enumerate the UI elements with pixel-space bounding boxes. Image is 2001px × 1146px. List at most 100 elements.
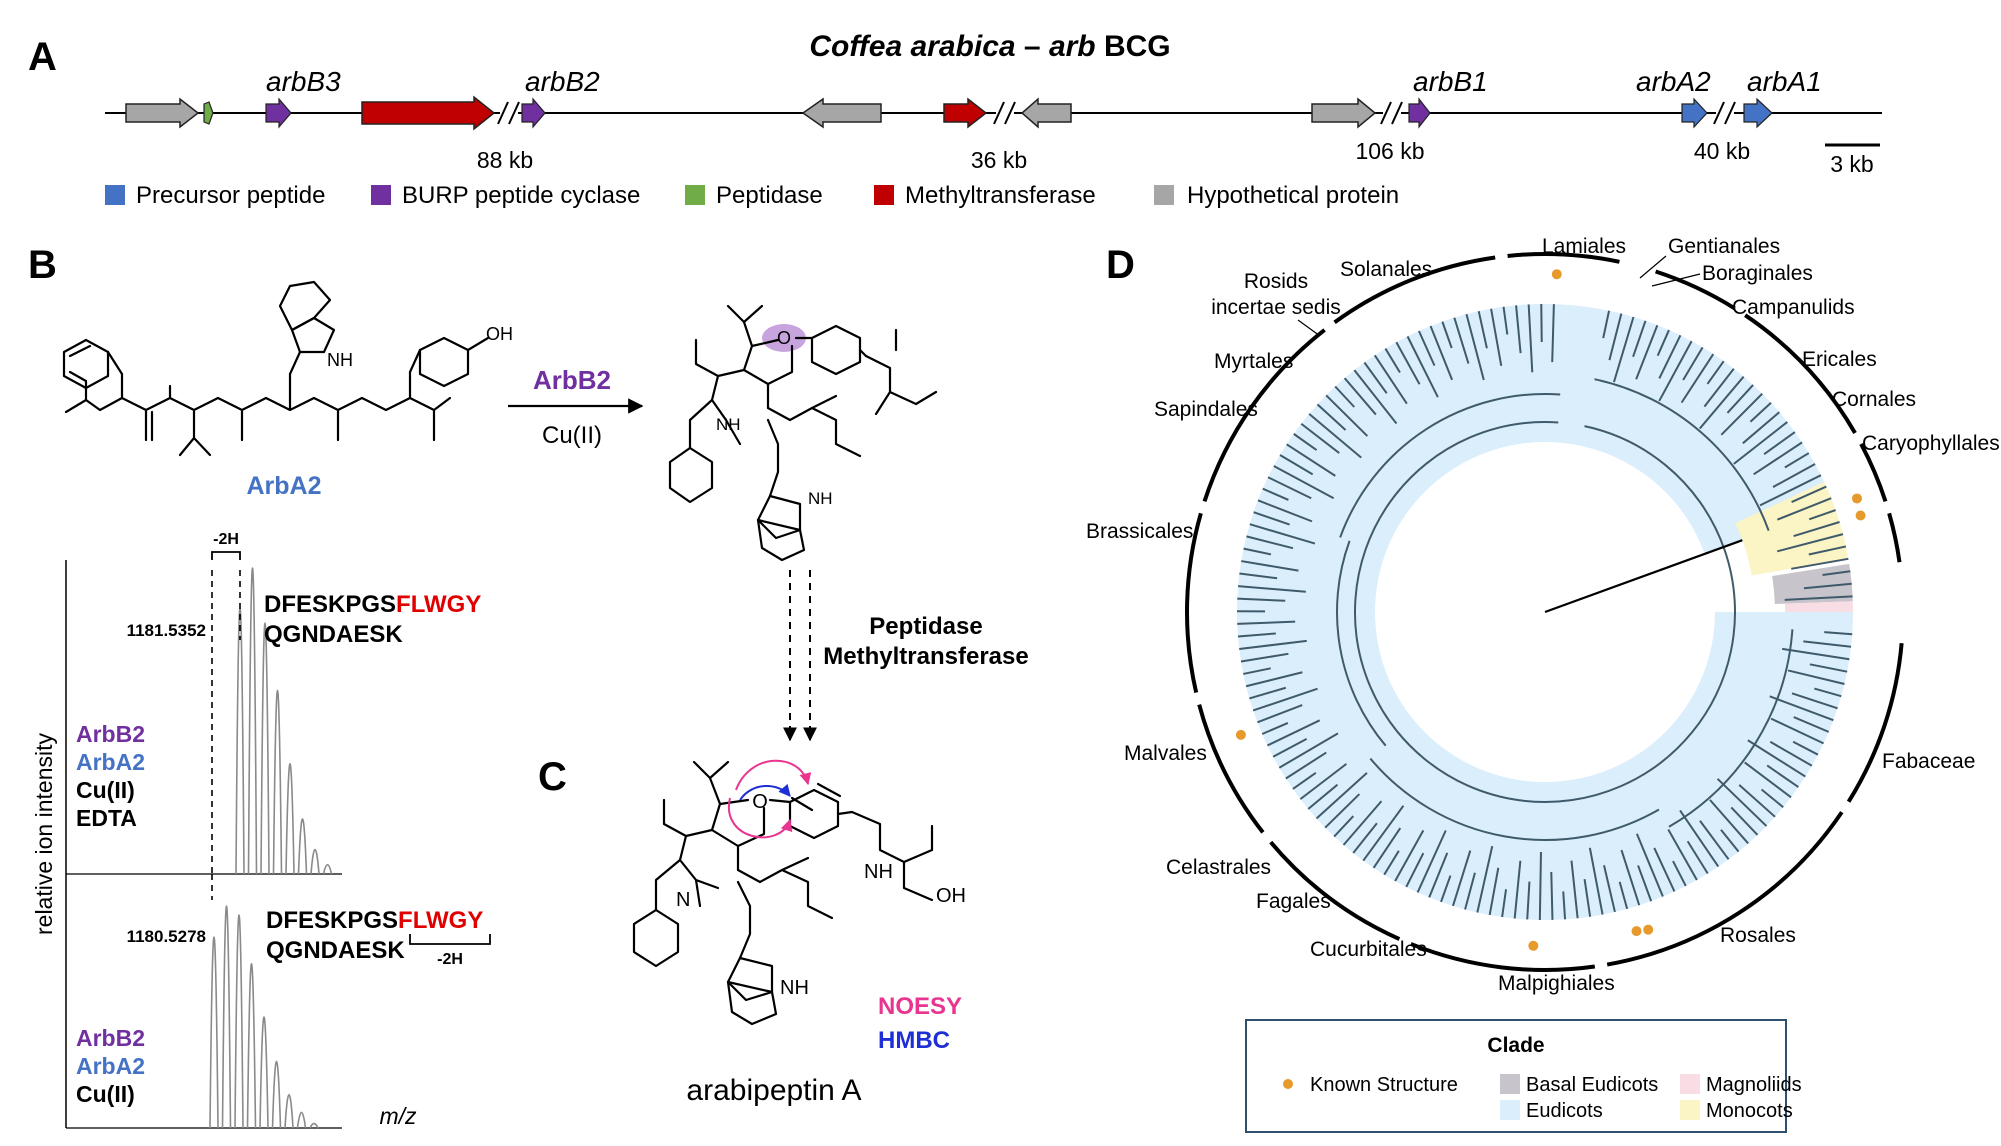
legend-precursor: Precursor peptide (136, 182, 325, 209)
leaf-branch (1822, 570, 1851, 576)
arabipeptin-structure (632, 759, 934, 1026)
order-cucurbitales: Cucurbitales (1310, 938, 1427, 961)
leaf-branch (1824, 631, 1853, 636)
top-sequence-line2: QGNDAESK (264, 621, 403, 648)
leaf-branch (1686, 840, 1709, 875)
clade-arc-2 (1859, 442, 1888, 502)
leaf-branch (1787, 669, 1845, 685)
leaf-branch (1782, 647, 1850, 661)
top-sequence-line1: DFESKPGSFLWGY (264, 591, 481, 618)
leaf-branch (1477, 311, 1488, 349)
order-fabaceae: Fabaceae (1882, 750, 1975, 773)
leaf-branch (1526, 881, 1531, 920)
leaf-branch (1333, 815, 1355, 838)
leaf-branch (1239, 572, 1278, 580)
leaf-branch (1602, 310, 1611, 339)
leaf-branch (1763, 431, 1796, 456)
eudicots-swatch (1500, 1100, 1520, 1120)
leaf-branch (1803, 640, 1852, 648)
order-myrtales: Myrtales (1214, 350, 1293, 373)
order-caryophyllales: Caryophyllales (1862, 432, 2000, 455)
leaf-branch (1792, 740, 1819, 756)
clade-arc-3 (1887, 512, 1902, 563)
leaf-branch (1237, 632, 1276, 638)
leaf-branch (1299, 763, 1348, 800)
leaf-branch (1237, 597, 1286, 602)
leaf-branch (1637, 865, 1653, 902)
noesy-arrow (735, 759, 812, 791)
bottom-sequence-line2: QGNDAESK (266, 937, 405, 964)
bottom-peak-6 (284, 1093, 294, 1129)
methyltransferase-gene-1 (361, 95, 496, 131)
top-peak-1 (247, 567, 258, 875)
leaf-branch (1706, 360, 1725, 385)
hmbc-arrow (739, 783, 791, 801)
break-mark-36kb (993, 101, 1016, 125)
panel-d-label: D (1106, 243, 1135, 287)
leaf-branch (1742, 411, 1781, 445)
leaf-branch (1527, 304, 1534, 373)
leaf-branch (1261, 721, 1289, 735)
leaf-branch (1373, 354, 1408, 405)
legend-swatch-precursor (105, 185, 125, 205)
internal-branch-5 (1354, 421, 1736, 803)
leaf-branch (1488, 867, 1500, 916)
known-structure-marker (1235, 729, 1246, 740)
leaf-branch (1562, 891, 1567, 920)
leaf-branch (1428, 852, 1449, 898)
known-structure-marker (1643, 924, 1654, 935)
leaf-branch (1239, 639, 1307, 651)
legend-swatch-peptidase (685, 185, 705, 205)
leaf-branch (1749, 401, 1772, 423)
leaf-branch (1699, 375, 1745, 430)
cyclized-structure (668, 304, 938, 562)
boraginales-leader (1651, 273, 1701, 287)
leaf-branch (1515, 305, 1522, 354)
noesy-arrow-2 (727, 797, 793, 839)
order-brassicales: Brassicales (1086, 520, 1193, 543)
leaf-branch (1249, 523, 1316, 545)
order-sapindales: Sapindales (1154, 398, 1258, 421)
panel-a: A Coffea arabica – arb BCG arbB3 arbB2 a… (28, 30, 1882, 209)
leaf-branch (1363, 361, 1388, 394)
leaf-branch (1395, 341, 1421, 385)
leaf-branch (1766, 764, 1799, 788)
product-o: O (777, 328, 791, 348)
clade-arc-7 (1269, 840, 1401, 941)
leaf-branch (1440, 875, 1452, 903)
leaf-branch (1465, 313, 1485, 381)
top-peak-2 (260, 622, 270, 875)
known-structure-marker (1631, 926, 1642, 937)
leaf-branch (1808, 509, 1836, 521)
order-rosids: Rosids (1244, 270, 1308, 293)
leaf-branch (1343, 377, 1377, 416)
leaf-branch (1618, 881, 1629, 910)
ms-y-label: relative ion intensity (31, 733, 57, 935)
arabipeptin-oh: OH (936, 885, 966, 907)
bottom-cond-3: Cu(II) (76, 1081, 135, 1107)
order-lamiales: Lamiales (1542, 235, 1626, 258)
leaf-branch (1279, 454, 1314, 476)
clade-arc-8 (1197, 704, 1265, 834)
leaf-branch (1791, 557, 1849, 570)
clade-arc-0 (1655, 269, 1736, 311)
known-structure-marker (1851, 493, 1862, 504)
leaf-branch (1738, 784, 1776, 818)
leaf-branch (1416, 830, 1447, 893)
label-arbB2: arbB2 (525, 66, 600, 97)
leaf-branch (1252, 687, 1318, 712)
shift-bracket (211, 551, 241, 560)
phylogenetic-tree (1185, 252, 1904, 972)
top-cond-3: Cu(II) (76, 777, 135, 803)
order-malvales: Malvales (1124, 742, 1207, 765)
shift-label-bottom: -2H (437, 951, 463, 968)
clade-arc-4 (1846, 643, 1904, 803)
leaf-branch (1793, 716, 1830, 733)
legend-swatch-hypothetical (1154, 185, 1174, 205)
arabipeptin-o: O (752, 791, 768, 813)
leaf-branch (1237, 620, 1296, 625)
top-peak-6 (310, 849, 320, 875)
break-mark-88kb (497, 101, 520, 125)
product-name: arabipeptin A (686, 1074, 861, 1107)
internal-branch-4 (1339, 393, 1561, 538)
